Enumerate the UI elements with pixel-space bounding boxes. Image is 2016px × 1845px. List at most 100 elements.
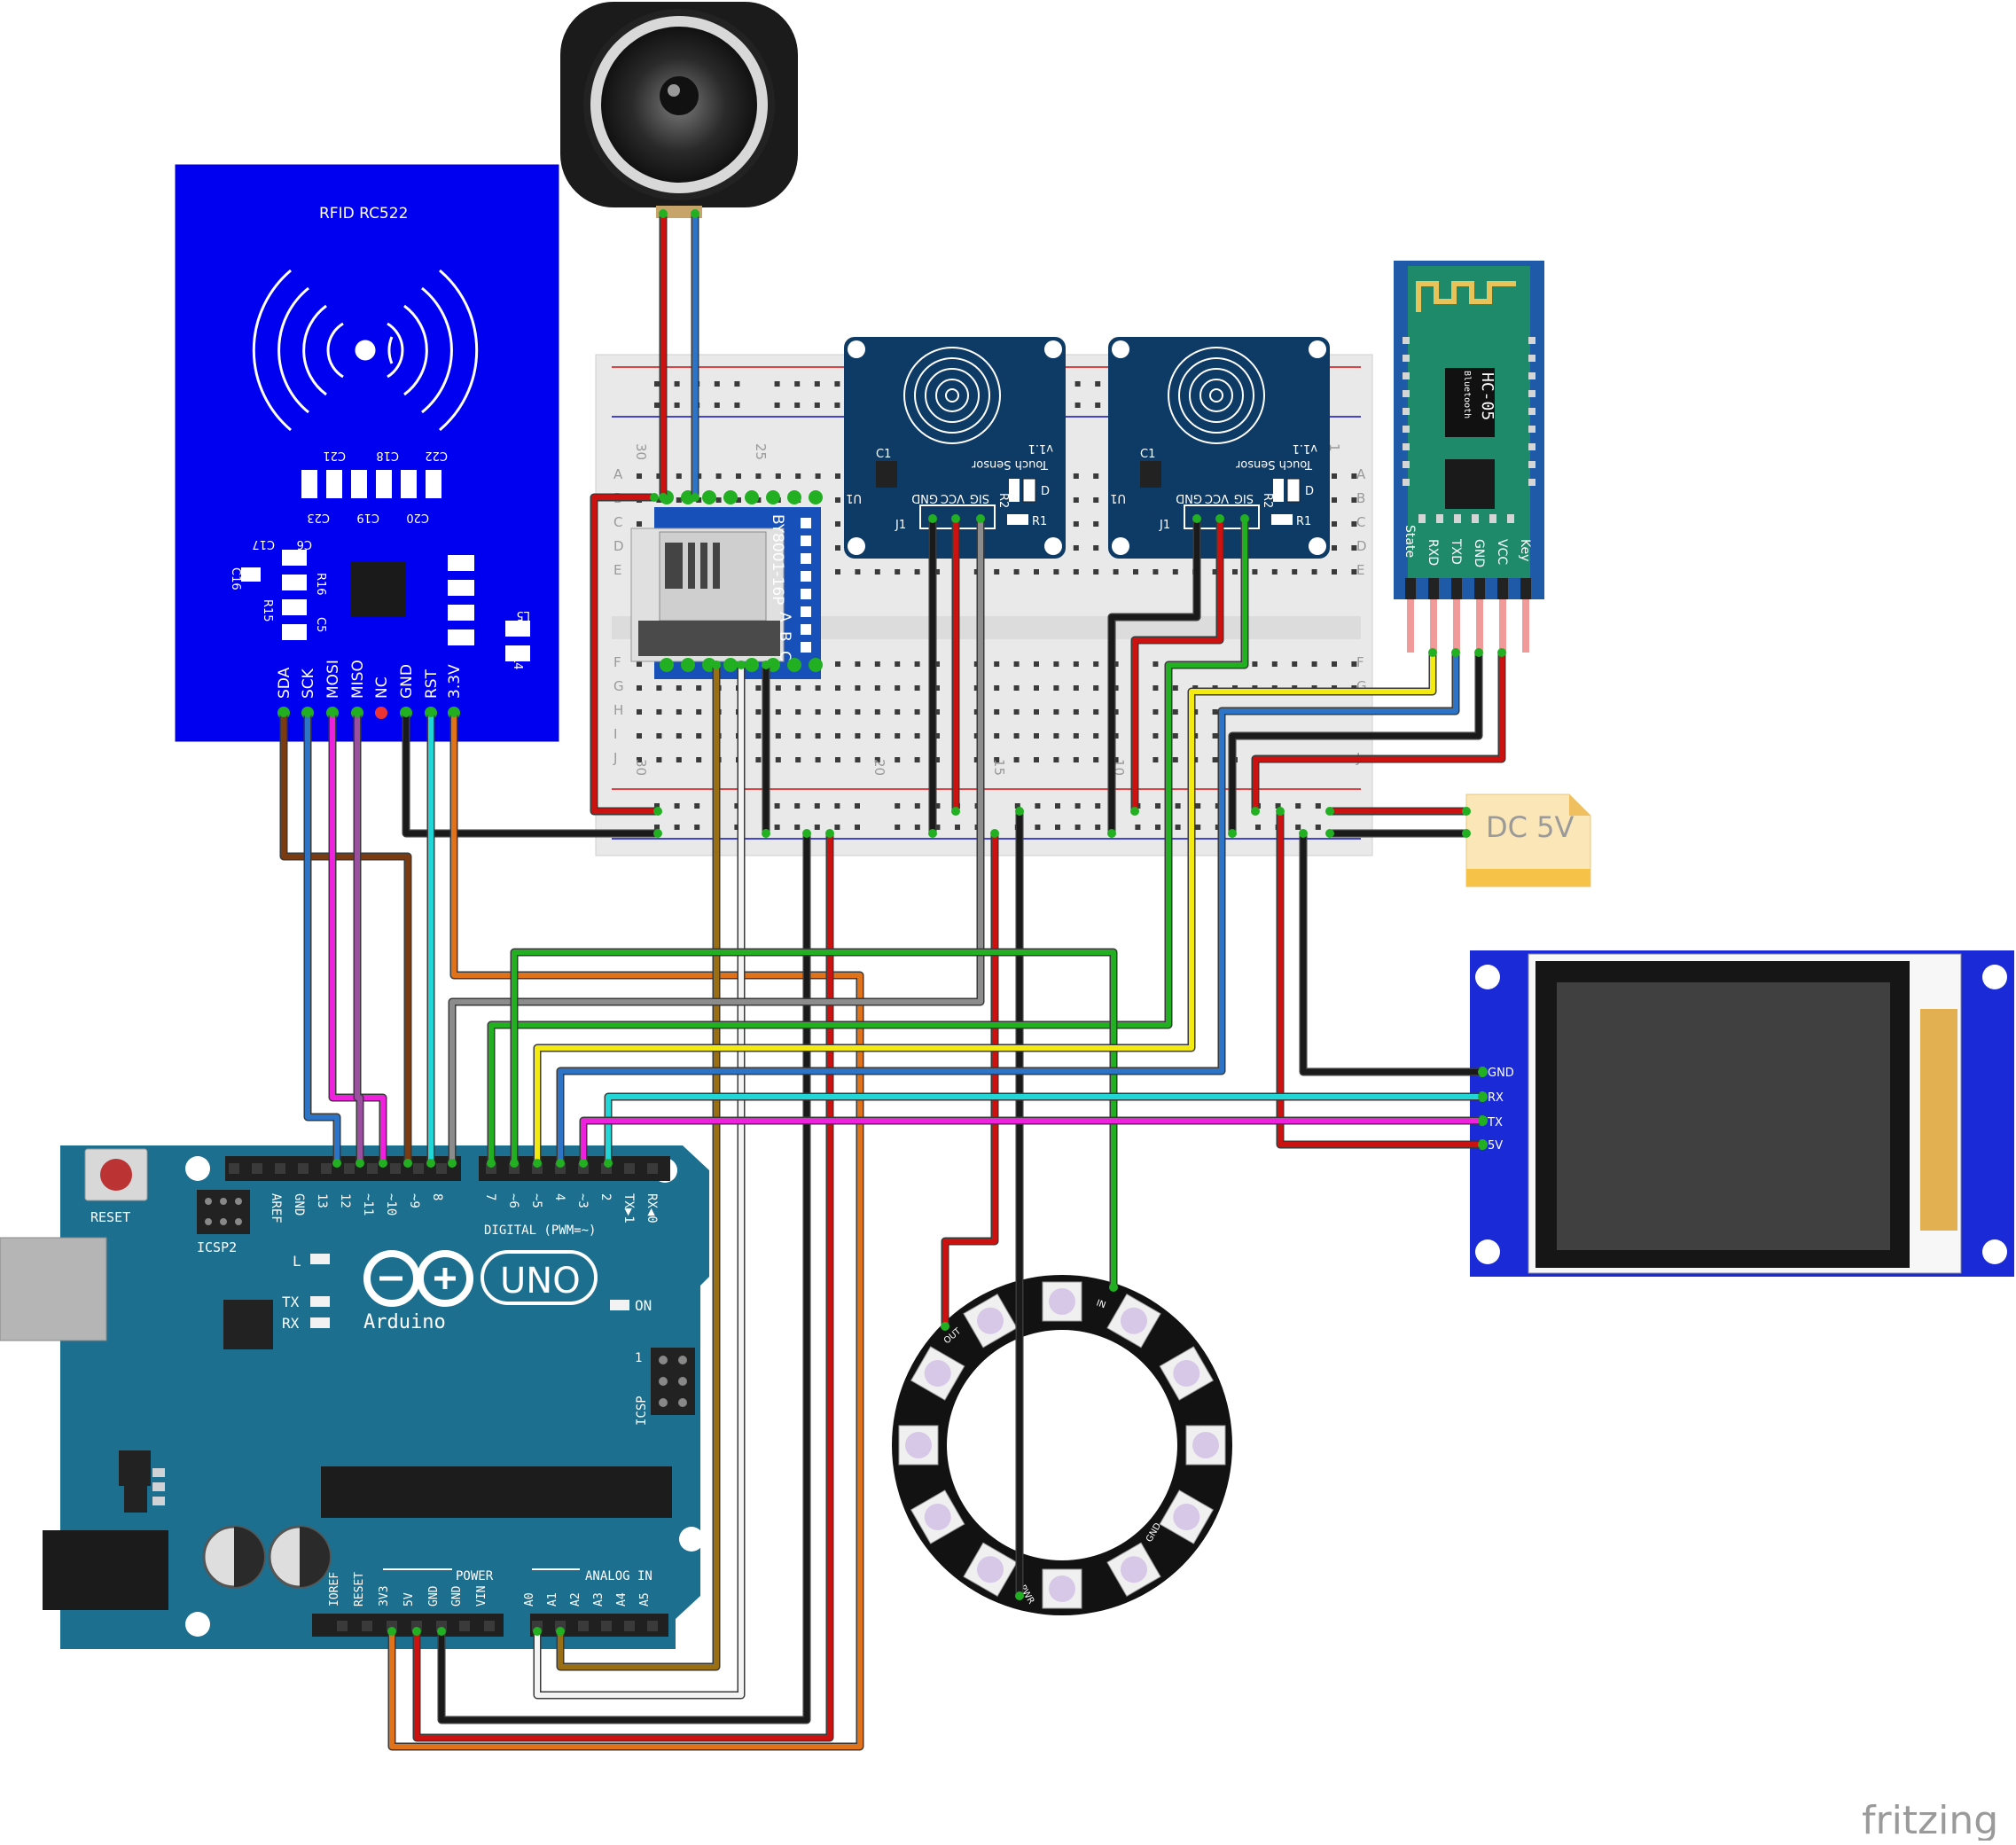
bt-pin-leg [1453, 599, 1460, 653]
header-socket [413, 1163, 424, 1174]
wire-endpoint [990, 829, 999, 838]
breadboard-hole [855, 757, 861, 762]
breadboard-hole [1055, 803, 1060, 809]
breadboard-hole [714, 381, 720, 387]
breadboard-hole [1153, 569, 1159, 575]
breadboard-hole [694, 803, 700, 809]
led-on-label: ON [635, 1297, 652, 1314]
ring-pixel-lens [924, 1504, 951, 1530]
digital-pin-label: 8 [430, 1193, 444, 1200]
wire-endpoint [1478, 1140, 1487, 1149]
breadboard-hole [654, 825, 660, 830]
power-pin-label: 5V [402, 1592, 416, 1607]
breadboard-hole [1153, 685, 1159, 691]
wire-magenta [581, 1118, 1485, 1166]
breadboard-hole [934, 661, 940, 667]
wire-endpoint [802, 829, 811, 838]
breadboard-hole [637, 521, 642, 527]
breadboard-hole [1113, 709, 1119, 715]
lcd-pin-label: GND [1488, 1067, 1514, 1080]
wire-endpoint [1299, 829, 1308, 838]
breadboard-hole [734, 381, 740, 387]
breadboard-hole [914, 709, 920, 715]
rfid-module: RFID RC522 C21 C18 [175, 164, 559, 742]
breadboard-hole [1095, 803, 1101, 809]
wire-endpoint [448, 1159, 457, 1168]
digital-pin-label: ~11 [361, 1193, 375, 1216]
wire-black [1230, 650, 1481, 836]
breadboard-hole [994, 733, 1000, 739]
breadboard-hole [914, 661, 920, 667]
breadboard-hole [774, 825, 780, 830]
breadboard-hole [755, 473, 762, 479]
rfid-part-label: R15 [261, 599, 274, 622]
header-socket [647, 1163, 658, 1174]
breadboard-hole [1073, 661, 1079, 667]
breadboard-hole [1053, 733, 1059, 739]
breadboard-hole [674, 803, 680, 809]
led-tx-label: TX [282, 1294, 300, 1310]
mp3-pin [723, 490, 738, 504]
breadboard-hole [835, 709, 840, 715]
breadboard-hole [1093, 733, 1099, 739]
breadboard-hole [1155, 803, 1160, 809]
wire-endpoint [1325, 807, 1334, 816]
wire-endpoint [1130, 807, 1139, 816]
breadboard-hole [994, 661, 1000, 667]
breadboard-hole [1013, 733, 1020, 739]
bt-pin-leg [1476, 599, 1483, 653]
led-l-label: L [293, 1253, 301, 1270]
breadboard-hole [895, 803, 901, 809]
mp3-pin [809, 490, 823, 504]
bb-row-label: C [613, 514, 622, 530]
touch-part-label: U1 [1110, 491, 1126, 504]
touch-version: v1.1 [1293, 442, 1317, 455]
breadboard-hole [1034, 733, 1039, 739]
wire-endpoint [426, 1159, 435, 1168]
digital-caption: DIGITAL (PWM=~) [484, 1223, 596, 1238]
header-socket [252, 1163, 262, 1174]
header-socket [229, 1163, 239, 1174]
header-socket [624, 1621, 635, 1631]
breadboard-hole [1332, 473, 1337, 479]
wire-endpoint [1109, 1283, 1118, 1292]
breadboard-hole [834, 403, 840, 408]
breadboard-hole [835, 497, 840, 503]
wire-endpoint [579, 1159, 588, 1168]
bt-pin-label: Key [1518, 539, 1532, 561]
ring-pixel-lens [1173, 1504, 1200, 1530]
wire-endpoint [332, 1159, 341, 1168]
breadboard-hole [1271, 661, 1278, 667]
breadboard-hole [1053, 709, 1059, 715]
bb-col-number: 15 [991, 759, 1007, 776]
breadboard-hole [1053, 757, 1059, 762]
rfid-part-label: C18 [376, 449, 399, 462]
speaker [560, 2, 798, 218]
breadboard-hole [934, 569, 940, 575]
breadboard-hole [914, 825, 920, 830]
breadboard-hole [1212, 709, 1218, 715]
wire-endpoint [951, 514, 960, 523]
bb-row-label: B [1356, 490, 1365, 506]
wire-endpoint [1015, 1591, 1024, 1600]
rfid-pin-label: MISO [349, 660, 367, 699]
mp3-side-label: A [776, 612, 793, 622]
wire-red [942, 831, 997, 1329]
rfid-pin-label: RST [423, 668, 441, 699]
touch-pin-label: GND [1176, 491, 1202, 504]
header-socket [321, 1163, 332, 1174]
wire-black [439, 831, 809, 1723]
breadboard-hole [895, 825, 901, 830]
analog-pin-label: A4 [615, 1592, 629, 1607]
mp3-player-module: BY8001-16P A B C [630, 490, 823, 679]
breadboard-hole [734, 803, 740, 809]
breadboard-hole [1172, 733, 1178, 739]
rfid-antenna-icon [252, 269, 479, 432]
mp3-pin [809, 658, 823, 672]
wire-endpoint [556, 1627, 565, 1636]
breadboard-hole [696, 497, 702, 503]
watermark: fritzing [1862, 1798, 1998, 1841]
breadboard-hole [815, 473, 821, 479]
wire-endpoint [356, 1159, 364, 1168]
breadboard-hole [637, 661, 642, 667]
